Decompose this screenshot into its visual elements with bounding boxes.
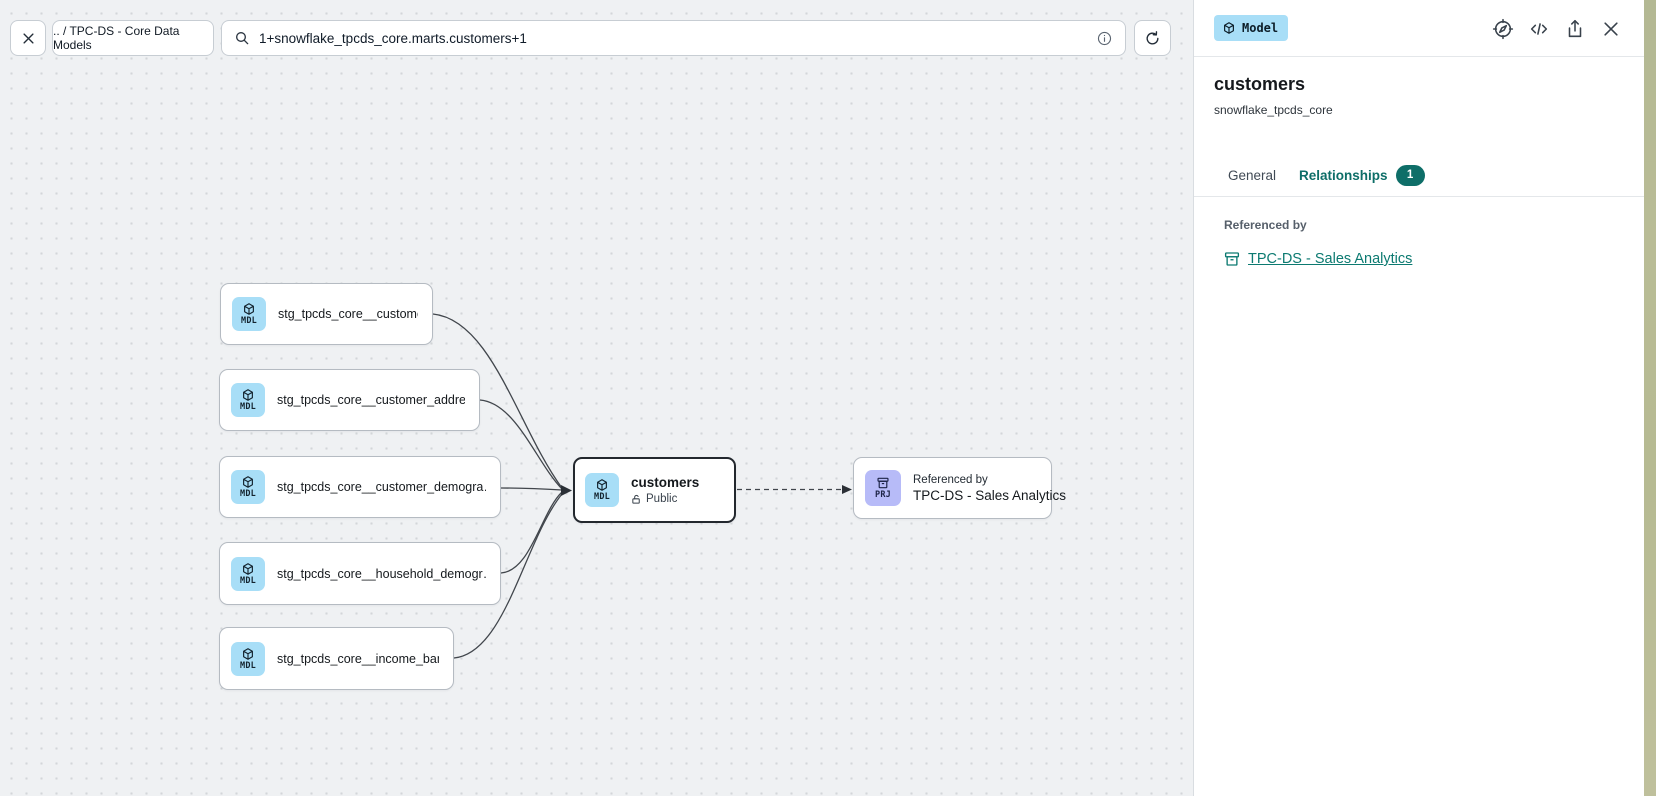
- code-icon: [1530, 23, 1548, 35]
- model-type-icon: MDL: [231, 470, 265, 504]
- node-type-label: MDL: [240, 660, 256, 671]
- node-title: customers: [631, 475, 700, 490]
- model-type-badge: Model: [1214, 15, 1289, 41]
- node-referenced-project[interactable]: PRJ Referenced by TPC-DS - Sales Analyti…: [853, 457, 1066, 519]
- node-label: stg_tpcds_core__household_demogr…: [277, 566, 486, 581]
- desktop-background-strip: [1644, 0, 1656, 796]
- cube-icon: [243, 389, 253, 402]
- project-type-icon: PRJ: [865, 470, 901, 506]
- close-icon: [1604, 22, 1618, 36]
- close-lineage-button[interactable]: [10, 20, 46, 56]
- edge-customer-demographics: [500, 487, 563, 491]
- type-badge-label: Model: [1242, 21, 1279, 35]
- breadcrumb[interactable]: .. / TPC-DS - Core Data Models: [52, 20, 214, 56]
- node-stg-customer-address[interactable]: MDL stg_tpcds_core__customer_address: [219, 369, 480, 431]
- tab-label: Relationships: [1299, 167, 1388, 183]
- model-type-icon: MDL: [231, 641, 265, 676]
- share-button[interactable]: [1563, 17, 1587, 41]
- edge-arrowhead: [561, 485, 572, 496]
- breadcrumb-label: .. / TPC-DS - Core Data Models: [53, 24, 180, 52]
- cube-icon: [1224, 22, 1234, 34]
- node-stg-customer[interactable]: MDL stg_tpcds_core__customer: [220, 283, 433, 345]
- edge-household-demographics: [500, 491, 563, 574]
- details-panel: Model: [1193, 0, 1645, 796]
- node-type-label: MDL: [240, 575, 256, 586]
- node-customers-selected[interactable]: MDL customers Public: [573, 457, 736, 523]
- node-stg-income-band[interactable]: MDL stg_tpcds_core__income_band: [219, 627, 454, 690]
- lineage-search[interactable]: 1+snowflake_tpcds_core.marts.customers+1: [221, 20, 1126, 56]
- tab-label: General: [1228, 167, 1277, 183]
- panel-title: customers: [1214, 74, 1306, 94]
- tab-relationships[interactable]: Relationships 1: [1299, 153, 1425, 197]
- dashed-edge-arrowhead: [842, 485, 852, 494]
- lineage-edges: [432, 313, 852, 659]
- node-label: stg_tpcds_core__income_band: [277, 651, 439, 666]
- node-label: stg_tpcds_core__customer_address: [277, 393, 465, 407]
- panel-tabs: General Relationships 1: [1194, 153, 1645, 197]
- panel-subtitle: snowflake_tpcds_core: [1214, 103, 1333, 117]
- node-title: TPC-DS - Sales Analytics: [913, 487, 1067, 503]
- details-panel-header: Model: [1194, 0, 1645, 57]
- refresh-button[interactable]: [1134, 20, 1171, 56]
- cube-icon: [243, 476, 253, 489]
- archive-icon: [1224, 252, 1240, 266]
- node-stg-customer-demographics[interactable]: MDL stg_tpcds_core__customer_demogra…: [219, 456, 501, 518]
- cube-icon: [244, 303, 254, 316]
- info-icon[interactable]: [1096, 30, 1113, 47]
- cube-icon: [243, 562, 253, 575]
- share-icon: [1568, 19, 1582, 38]
- model-type-icon: MDL: [585, 473, 619, 507]
- archive-icon: [877, 478, 889, 489]
- open-lock-icon: [632, 494, 640, 504]
- explore-lineage-button[interactable]: [1491, 17, 1515, 41]
- search-input-value[interactable]: 1+snowflake_tpcds_core.marts.customers+1: [259, 30, 527, 46]
- node-type-label: PRJ: [875, 490, 891, 501]
- node-label: stg_tpcds_core__customer_demogra…: [277, 480, 486, 494]
- close-panel-button[interactable]: [1599, 17, 1623, 41]
- node-type-label: MDL: [241, 316, 257, 327]
- tab-general[interactable]: General: [1228, 153, 1276, 197]
- referenced-by-label: Referenced by: [1224, 218, 1307, 232]
- referenced-by-item[interactable]: TPC-DS - Sales Analytics: [1223, 250, 1412, 268]
- view-code-button[interactable]: [1527, 17, 1551, 41]
- search-icon: [236, 32, 249, 45]
- node-type-label: MDL: [240, 489, 256, 500]
- compass-icon: [1492, 18, 1514, 40]
- close-icon: [22, 32, 34, 44]
- access-label: Public: [646, 493, 678, 505]
- model-type-icon: MDL: [231, 383, 265, 417]
- node-type-label: MDL: [240, 402, 256, 413]
- cube-icon: [597, 479, 607, 492]
- referenced-project-link[interactable]: TPC-DS - Sales Analytics: [1248, 251, 1413, 267]
- relationships-count-badge: 1: [1395, 164, 1425, 186]
- node-kicker: Referenced by: [913, 473, 988, 486]
- node-type-label: MDL: [594, 492, 610, 503]
- node-stg-household-demographics[interactable]: MDL stg_tpcds_core__household_demogr…: [219, 542, 501, 605]
- model-type-icon: MDL: [232, 297, 266, 331]
- refresh-icon: [1146, 30, 1159, 44]
- model-type-icon: MDL: [231, 556, 265, 591]
- cube-icon: [243, 647, 253, 660]
- lineage-canvas[interactable]: MDL stg_tpcds_core__customer MDL stg_tpc…: [0, 0, 1193, 796]
- node-label: stg_tpcds_core__customer: [278, 307, 418, 321]
